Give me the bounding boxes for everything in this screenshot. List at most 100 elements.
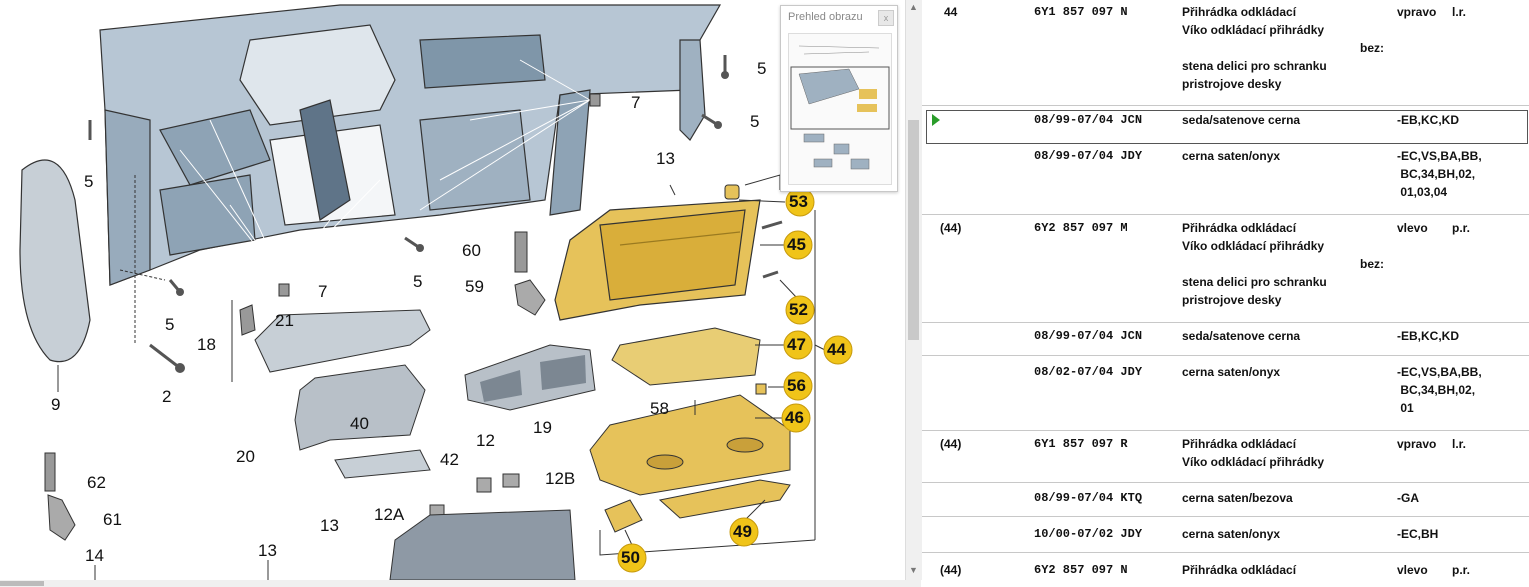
- screw-5-top-right: [721, 55, 729, 79]
- part-codes: 01,03,04: [1397, 185, 1448, 199]
- selected-row-outline: [926, 110, 1528, 144]
- part-side: vpravo: [1397, 437, 1437, 451]
- part-side: vpravo: [1397, 5, 1437, 19]
- bracket-20: [294, 364, 426, 451]
- parts-list[interactable]: 44 6Y1 857 097 N Přihrádka odkládací Vík…: [922, 0, 1529, 587]
- side-cover-9: [19, 159, 91, 363]
- part-desc: Přihrádka odkládací: [1182, 221, 1297, 235]
- screw-5-bottom: [404, 236, 424, 252]
- part-row[interactable]: 10/00-07/02 JDY cerna saten/onyx -EC,BH: [922, 527, 1529, 549]
- part-62: [44, 452, 56, 492]
- screw-5-left: [59, 120, 92, 140]
- part-codes: -EC,BH: [1397, 527, 1439, 541]
- part-row[interactable]: (44) 6Y2 857 097 M Přihrádka odkládací V…: [922, 221, 1529, 321]
- clip-12B: [502, 473, 520, 488]
- part-desc: cerna saten/onyx: [1182, 527, 1281, 541]
- part-number: 6Y2 857 097 N: [1034, 563, 1128, 577]
- part-side-note: p.r.: [1452, 563, 1471, 577]
- part-date-code: 08/99-07/04 JCN: [1034, 113, 1143, 127]
- part-row[interactable]: (44) 6Y2 857 097 N Přihrádka odkládací v…: [922, 563, 1529, 585]
- dashboard-panel: [99, 4, 722, 286]
- part-codes: 01: [1397, 401, 1414, 415]
- overview-thumbnail[interactable]: [788, 33, 892, 185]
- part-desc: Víko odkládací přihrádky: [1182, 23, 1325, 37]
- part-59: [514, 279, 546, 316]
- center-console: [389, 509, 576, 581]
- part-53: [724, 184, 740, 200]
- part-61: [47, 494, 76, 541]
- part-side-note: p.r.: [1452, 221, 1471, 235]
- part-row[interactable]: 08/99-07/04 KTQ cerna saten/bezova -GA: [922, 491, 1529, 513]
- part-position: (44): [940, 563, 962, 577]
- part-number: 6Y1 857 097 N: [1034, 5, 1128, 19]
- image-overview-panel[interactable]: Prehled obrazu x: [780, 5, 898, 192]
- selected-row-marker-icon: [932, 114, 940, 126]
- part-date-code: 08/99-07/04 JDY: [1034, 149, 1143, 163]
- part-row[interactable]: 08/02-07/04 JDY cerna saten/onyx -EC,VS,…: [922, 365, 1529, 425]
- part-desc: pristrojove desky: [1182, 77, 1282, 91]
- diagram-horizontal-scrollbar[interactable]: [0, 580, 921, 587]
- part-number: 6Y1 857 097 R: [1034, 437, 1128, 451]
- part-codes: -GA: [1397, 491, 1419, 505]
- part-row[interactable]: 08/99-07/04 JCN seda/satenove cerna -EB,…: [922, 329, 1529, 351]
- part-codes: -EB,KC,KD: [1397, 113, 1459, 127]
- screw-5-right: [701, 113, 722, 129]
- bez-label: bez:: [1360, 257, 1384, 271]
- overview-title: Prehled obrazu: [788, 11, 863, 23]
- clip-7-bottom: [278, 283, 290, 297]
- trim-strip-18: [254, 309, 431, 373]
- part-codes: -EC,VS,BA,BB,: [1397, 365, 1482, 379]
- part-side-note: l.r.: [1452, 437, 1467, 451]
- part-row-selected[interactable]: 08/99-07/04 JCN seda/satenove cerna -EB,…: [922, 113, 1529, 135]
- part-date-code: 08/99-07/04 KTQ: [1034, 491, 1143, 505]
- part-desc: pristrojove desky: [1182, 293, 1282, 307]
- part-desc: cerna saten/bezova: [1182, 491, 1293, 505]
- clip-7-top: [589, 93, 601, 107]
- part-codes: -EB,KC,KD: [1397, 329, 1459, 343]
- part-desc: Víko odkládací přihrádky: [1182, 455, 1325, 469]
- lid-47: [611, 327, 761, 386]
- part-date-code: 08/02-07/04 JDY: [1034, 365, 1143, 379]
- part-codes: -EC,VS,BA,BB,: [1397, 149, 1482, 163]
- part-desc: Přihrádka odkládací: [1182, 5, 1297, 19]
- part-desc: stena delici pro schranku: [1182, 59, 1327, 73]
- part-side: vlevo: [1397, 221, 1428, 235]
- tray-46: [589, 394, 791, 496]
- part-desc: stena delici pro schranku: [1182, 275, 1327, 289]
- part-desc: cerna saten/onyx: [1182, 149, 1281, 163]
- bez-label: bez:: [1360, 41, 1384, 55]
- scroll-thumb[interactable]: [908, 120, 919, 340]
- part-row[interactable]: 08/99-07/04 JDY cerna saten/onyx -EC,VS,…: [922, 149, 1529, 209]
- parts-diagram[interactable]: 5 5 5 5 5 7 7 9 2 13 13 13 14 18 19 20 2…: [0, 0, 905, 587]
- part-number: 6Y2 857 097 M: [1034, 221, 1128, 235]
- glovebox-45: [554, 199, 761, 321]
- dashboard-leader-lines: [179, 59, 591, 281]
- part-desc: seda/satenove cerna: [1182, 329, 1301, 343]
- h-scroll-thumb[interactable]: [0, 581, 44, 586]
- part-desc: Víko odkládací přihrádky: [1182, 239, 1325, 253]
- part-position: (44): [940, 437, 962, 451]
- scroll-down-icon[interactable]: ▼: [909, 565, 918, 575]
- part-row[interactable]: 44 6Y1 857 097 N Přihrádka odkládací Vík…: [922, 5, 1529, 105]
- close-button[interactable]: x: [878, 10, 894, 26]
- screw-2: [149, 343, 185, 373]
- part-row[interactable]: (44) 6Y1 857 097 R Přihrádka odkládací V…: [922, 437, 1529, 477]
- left-dashed-leaders: [119, 175, 166, 345]
- part-date-code: 10/00-07/02 JDY: [1034, 527, 1143, 541]
- part-side-note: l.r.: [1452, 5, 1467, 19]
- diagram-vertical-scrollbar[interactable]: ▲ ▼: [905, 0, 922, 580]
- highlight-leaders: [624, 184, 826, 546]
- part-60: [514, 231, 528, 273]
- scroll-up-icon[interactable]: ▲: [909, 2, 918, 12]
- part-desc: cerna saten/onyx: [1182, 365, 1281, 379]
- part-56: [755, 383, 767, 395]
- part-position: (44): [940, 221, 962, 235]
- part-codes: BC,34,BH,02,: [1397, 167, 1476, 181]
- screw-5-mid: [168, 279, 184, 296]
- part-desc: Přihrádka odkládací: [1182, 437, 1297, 451]
- part-desc: seda/satenove cerna: [1182, 113, 1301, 127]
- highlight-circles: [617, 187, 853, 573]
- part-desc: Přihrádka odkládací: [1182, 563, 1297, 577]
- clip-12: [476, 477, 492, 493]
- clip-21: [239, 304, 256, 336]
